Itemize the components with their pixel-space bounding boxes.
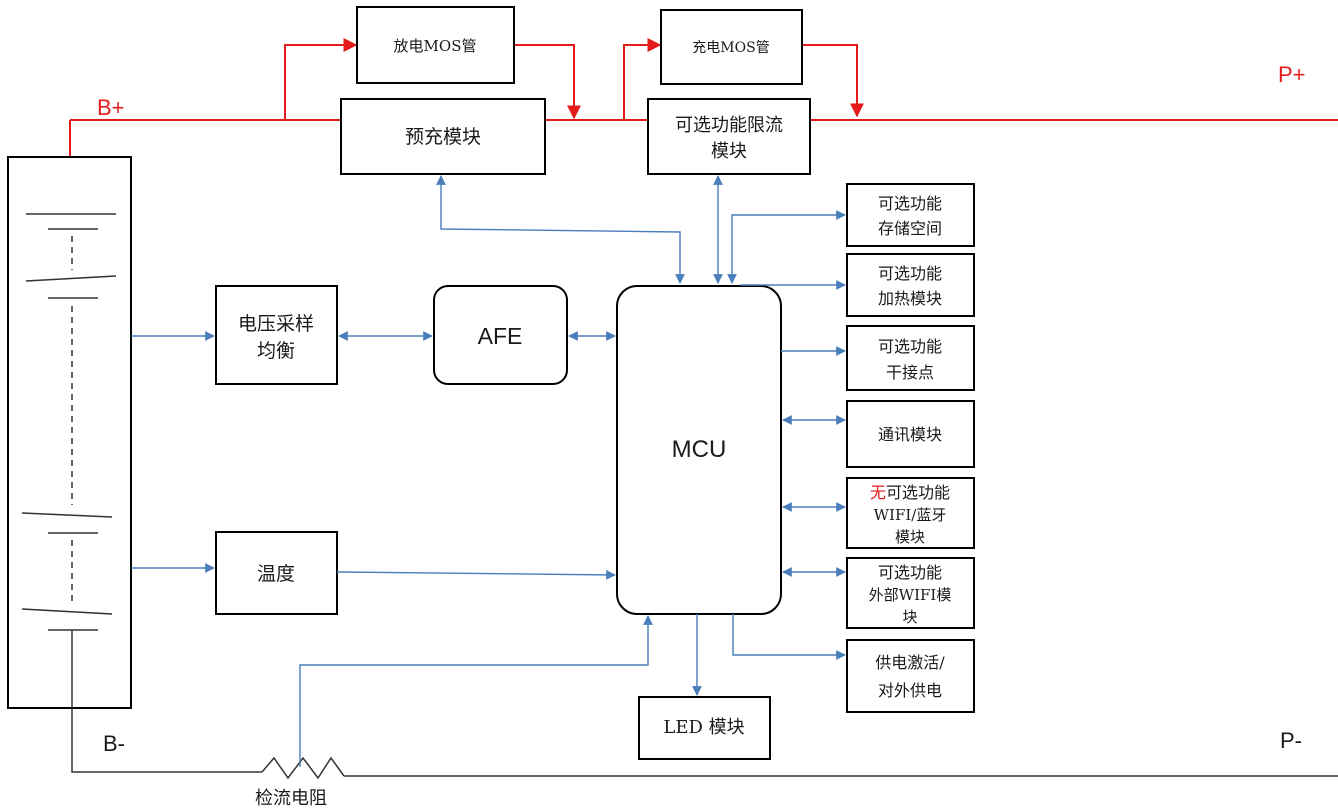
- terminal-b-minus: B-: [103, 731, 125, 756]
- dry-contact-label-2: 干接点: [886, 363, 934, 382]
- shunt-resistor-label: 检流电阻: [255, 788, 327, 809]
- comm-label: 通讯模块: [878, 425, 942, 444]
- ext-wifi-label-2: 外部WIFI模: [869, 586, 952, 604]
- precharge-box: [340, 98, 546, 175]
- voltage-sampling-label-1: 电压采样: [238, 313, 314, 335]
- positive-bus: [69, 38, 1338, 214]
- dry-contact-box: [846, 325, 975, 391]
- heating-label-1: 可选功能: [878, 264, 942, 283]
- terminal-b-plus: B+: [97, 95, 125, 120]
- ext-wifi-label-1: 可选功能: [878, 563, 942, 582]
- afe-box: [433, 285, 568, 385]
- signal-lines: [131, 175, 846, 767]
- storage-label-1: 可选功能: [878, 194, 942, 213]
- ext-wifi-box: [846, 557, 975, 629]
- charge-mos-box: [660, 9, 803, 85]
- ext-wifi-label-3: 块: [902, 608, 917, 626]
- storage-label-2: 存储空间: [878, 219, 942, 238]
- power-label-2: 对外供电: [878, 681, 942, 700]
- power-box: [846, 639, 975, 713]
- wifi-bt-label-3: 模块: [895, 528, 925, 546]
- power-label-1: 供电激活/: [875, 653, 945, 672]
- discharge-mos-box: [356, 6, 515, 84]
- wifi-bt-label-2: WIFI/蓝牙: [874, 506, 947, 524]
- precharge-label: 预充模块: [405, 126, 481, 148]
- storage-box: [846, 183, 975, 247]
- wifi-bt-title: 可选功能: [886, 483, 950, 502]
- negative-bus: [71, 630, 1338, 780]
- led-box: [638, 696, 771, 760]
- voltage-sampling-box: [215, 285, 338, 385]
- wifi-bt-prefix: 无: [870, 483, 886, 502]
- current-limit-box: [647, 98, 811, 175]
- battery-pack: [7, 156, 132, 709]
- discharge-mos-label: 放电MOS管: [394, 37, 477, 55]
- mcu-box: [616, 285, 782, 615]
- current-limit-label-1: 可选功能限流: [675, 115, 783, 136]
- current-limit-label-2: 模块: [711, 141, 747, 162]
- comm-box: [846, 400, 975, 468]
- wifi-bt-box: [846, 477, 975, 549]
- heating-box: [846, 253, 975, 317]
- charge-mos-label: 充电MOS管: [692, 40, 769, 56]
- dry-contact-label-1: 可选功能: [878, 337, 942, 356]
- afe-label: AFE: [478, 323, 523, 349]
- terminal-p-plus: P+: [1278, 62, 1306, 87]
- temperature-box: [215, 531, 338, 615]
- wifi-bt-label-1: 无可选功能: [870, 483, 950, 502]
- mcu-label: MCU: [672, 436, 727, 463]
- led-label: LED 模块: [663, 717, 744, 738]
- terminal-p-minus: P-: [1280, 728, 1302, 753]
- temperature-label: 温度: [257, 563, 295, 585]
- heating-label-2: 加热模块: [878, 289, 942, 308]
- voltage-sampling-label-2: 均衡: [257, 340, 295, 362]
